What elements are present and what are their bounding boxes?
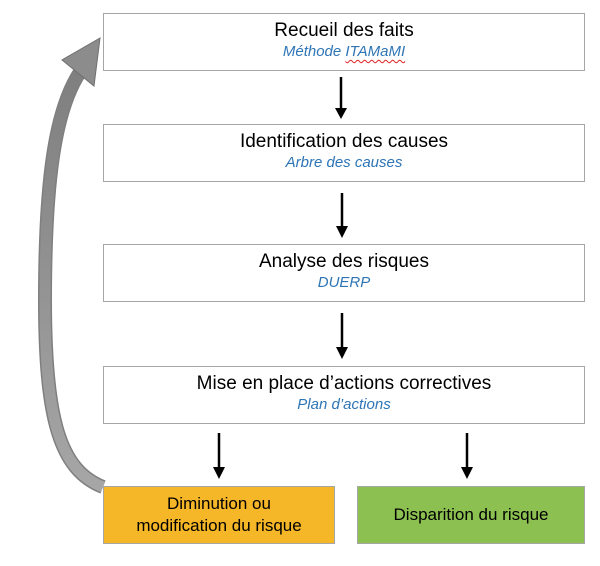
arrow-down-icon bbox=[336, 193, 348, 238]
step-actions-correctives: Mise en place d’actions correctives Plan… bbox=[103, 366, 585, 424]
step-title: Identification des causes bbox=[239, 131, 449, 152]
method-name-itamami: ITAMaMI bbox=[345, 43, 406, 60]
step-method: Arbre des causes bbox=[285, 154, 403, 171]
feedback-loop-arrow-icon bbox=[37, 37, 106, 494]
outcome-disparition: Disparition du risque bbox=[357, 486, 585, 544]
step-analyse-des-risques: Analyse des risques DUERP bbox=[103, 244, 585, 302]
arrow-down-icon bbox=[335, 77, 347, 119]
step-title: Recueil des faits bbox=[274, 20, 414, 41]
step-title: Analyse des risques bbox=[258, 251, 430, 272]
step-method: DUERP bbox=[317, 274, 371, 291]
outcome-label: Diminution ou modification du risque bbox=[136, 493, 301, 537]
step-method: Méthode ITAMaMI bbox=[104, 42, 584, 62]
step-identification-des-causes: Identification des causes Arbre des caus… bbox=[103, 124, 585, 182]
arrow-down-icon bbox=[336, 313, 348, 359]
outcome-diminution: Diminution ou modification du risque bbox=[103, 486, 335, 544]
outcome-label-line: modification du risque bbox=[136, 516, 302, 535]
arrow-down-icon bbox=[213, 433, 225, 479]
outcome-label-line: Diminution ou bbox=[167, 494, 271, 513]
step-title: Mise en place d’actions correctives bbox=[196, 373, 492, 394]
method-prefix: Méthode bbox=[282, 43, 346, 60]
step-method: Plan d’actions bbox=[297, 396, 391, 413]
step-recueil-des-faits: Recueil des faits Méthode ITAMaMI bbox=[103, 13, 585, 71]
outcome-label: Disparition du risque bbox=[393, 505, 549, 524]
arrow-down-icon bbox=[461, 433, 473, 479]
